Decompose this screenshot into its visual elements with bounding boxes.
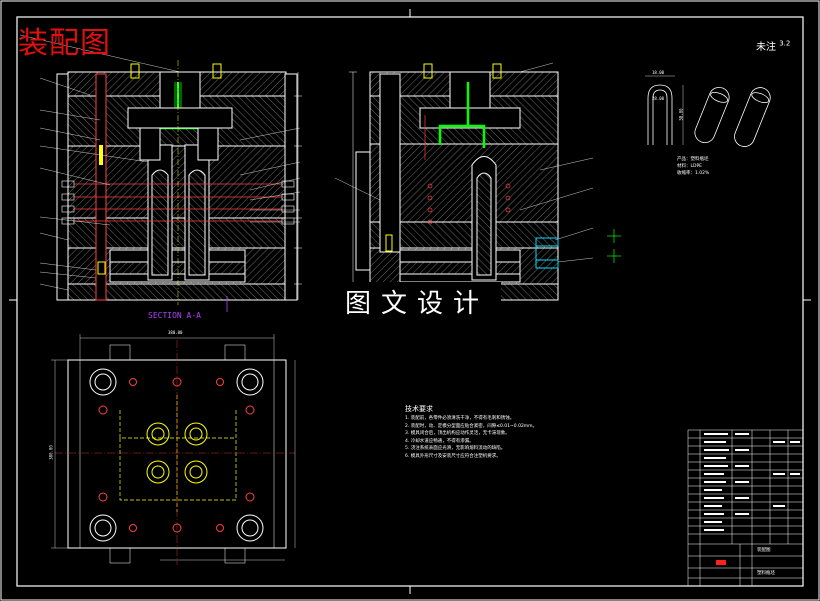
title-block-red-mark: [716, 560, 726, 565]
watermark: 图文设计: [333, 282, 501, 320]
plan-width-dim: 380.00: [168, 330, 183, 335]
plan-height-dim: 380.00: [48, 445, 54, 460]
tech-note: 4. 冷却水道应畅通，不得有渗漏。: [405, 438, 474, 444]
tech-note: 2. 装配时，动、定模分型面应贴合紧密，间隙≤0.01~0.02mm。: [405, 423, 538, 429]
drawing-title: 装配图: [18, 26, 111, 61]
plan-view: [51, 334, 296, 565]
product-name: 产品：塑料瓶坯: [677, 157, 709, 162]
product-length-dim: 58.00: [678, 108, 684, 121]
roughness-note: 未注 3.2: [756, 38, 790, 53]
product-shrinkage: 收缩率：1.02%: [677, 171, 710, 176]
title-block-fill: [704, 433, 800, 531]
section-label: SECTION A-A: [148, 311, 201, 320]
roughness-value: 3.2: [779, 39, 791, 48]
main-section-view: [19, 34, 302, 312]
product-view: [645, 75, 771, 147]
tech-requirements-title: 技术要求: [405, 405, 433, 413]
product-width-dim: 18.00: [652, 70, 665, 75]
tech-note: 5. 浇注系统表面应光滑，无影响熔料流动的缺陷。: [405, 446, 506, 451]
tech-note: 6. 模具外形尺寸及安装尺寸应符合注塑机要求。: [405, 453, 501, 459]
tech-note: 3. 模具闭合后，顶出机构应动作灵活，无卡滞现象。: [405, 431, 510, 436]
title-block-drawing-name: 装配图: [757, 548, 771, 553]
product-material: 材料：LDPE: [677, 164, 703, 169]
product-info: 产品：塑料瓶坯 材料：LDPE 收缩率：1.02%: [677, 156, 709, 177]
title-block-part-name: 塑料瓶坯: [757, 571, 775, 576]
tech-requirements: 1. 装配前，各零件必须清洗干净，不得有毛刺和锈蚀。 2. 装配时，动、定模分型…: [405, 415, 555, 460]
side-section-view: [334, 62, 621, 301]
product-inner-dim: 28.00: [652, 96, 665, 101]
title-block: [687, 429, 804, 587]
tech-note: 1. 装配前，各零件必须清洗干净，不得有毛刺和锈蚀。: [405, 416, 515, 421]
roughness-label: 未注: [756, 42, 776, 53]
